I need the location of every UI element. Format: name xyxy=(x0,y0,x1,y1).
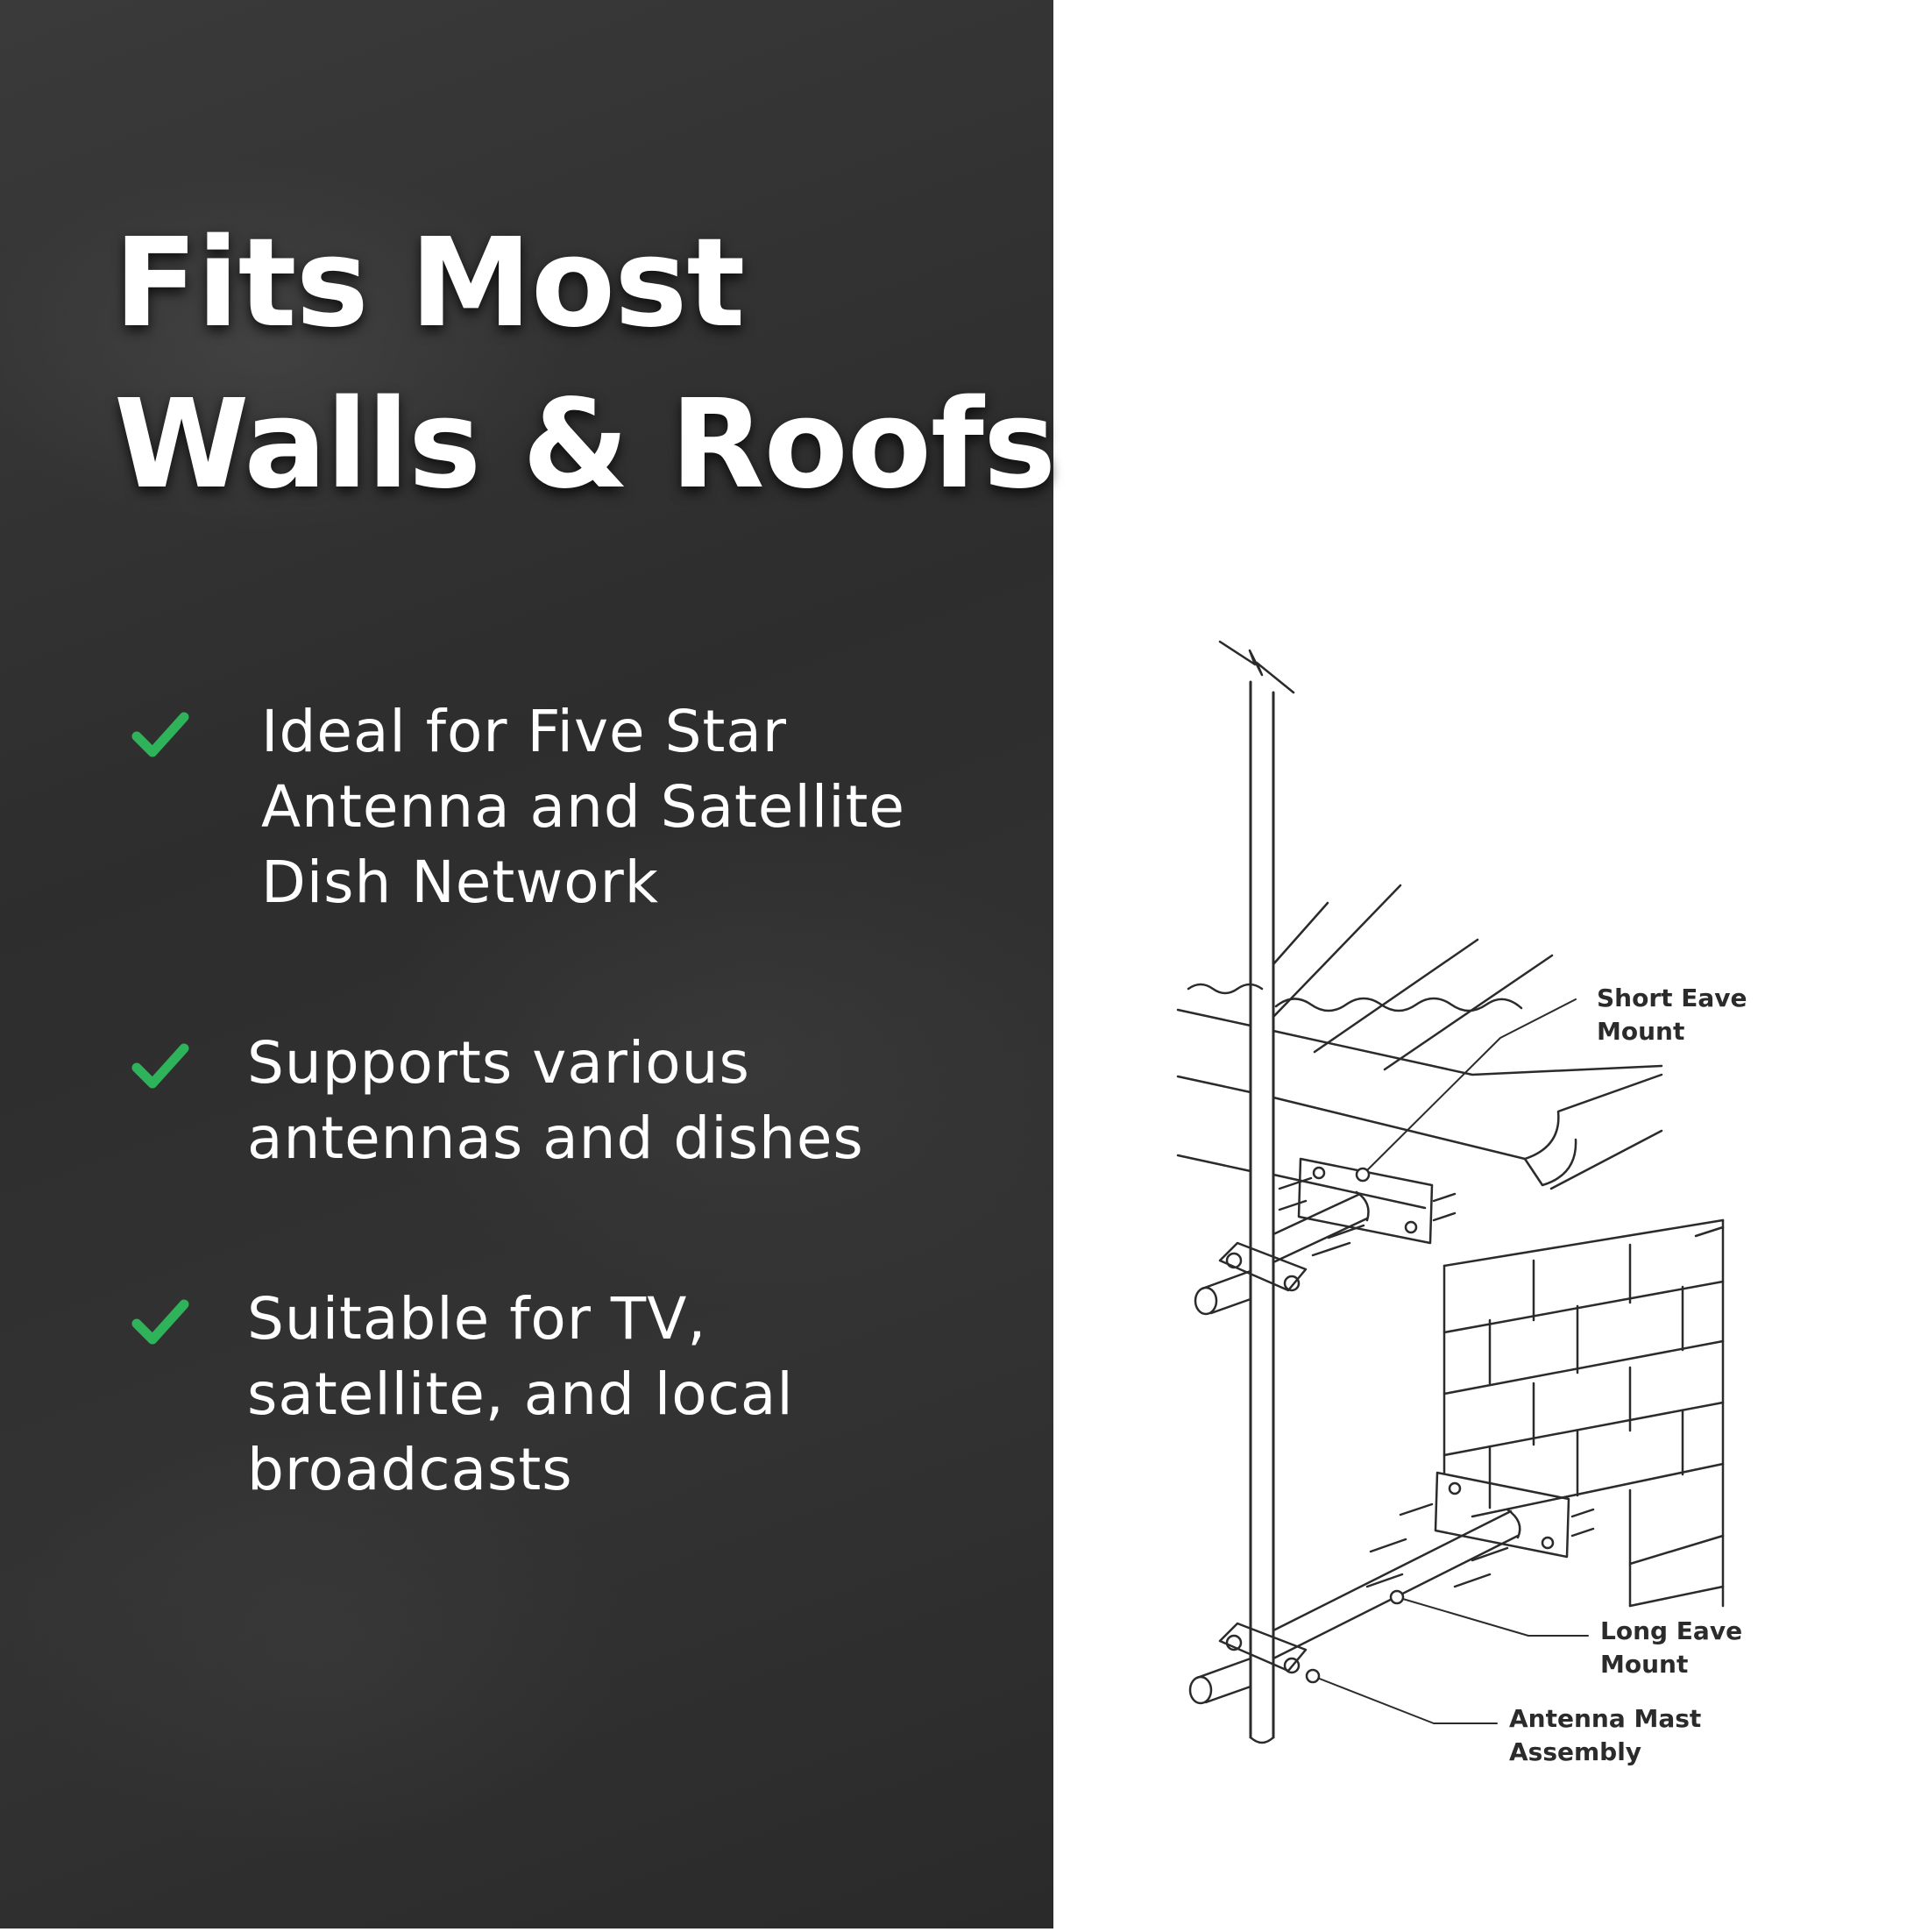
feature-text: Ideal for Five Star Antenna and Satellit… xyxy=(261,698,906,916)
headline-line-2: Walls & Roofs xyxy=(114,373,1056,516)
headline: Fits Most Walls & Roofs xyxy=(114,203,1056,526)
callout-short-eave-mount: Short Eave Mount xyxy=(1597,984,1747,1046)
feature-text: Supports various antennas and dishes xyxy=(247,1029,864,1172)
check-icon xyxy=(131,1299,189,1345)
feature-text: Suitable for TV, satellite, and local br… xyxy=(247,1285,794,1503)
headline-line-1: Fits Most xyxy=(114,212,745,355)
check-icon xyxy=(131,712,189,757)
left-panel: Fits Most Walls & Roofs Ideal for Five S… xyxy=(0,0,1056,1928)
callout-long-eave-mount: Long Eave Mount xyxy=(1600,1616,1743,1679)
installation-diagram: Short Eave Mount Long Eave Mount Antenna… xyxy=(1053,0,1928,1928)
mount-line-drawing xyxy=(1176,640,1725,1744)
check-icon xyxy=(131,1043,189,1089)
callout-antenna-mast-assembly: Antenna Mast Assembly xyxy=(1509,1704,1702,1766)
